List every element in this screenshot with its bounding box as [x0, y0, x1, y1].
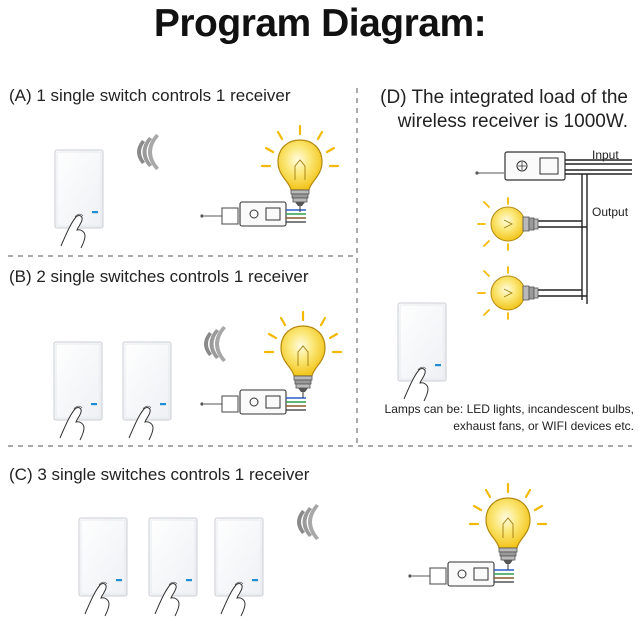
wall-switch-icon: [397, 302, 447, 402]
wall-switch-icon: [122, 341, 172, 441]
dashed-dividers: [8, 88, 632, 447]
section-d-line1: (D) The integrated load of the: [380, 87, 628, 108]
lamps-note-line1: Lamps can be: LED lights, incandescent b…: [384, 402, 634, 416]
wall-switch-icon: [148, 517, 198, 617]
section-d-label: (D) The integrated load of the wireless …: [366, 86, 628, 134]
section-a-label: (A) 1 single switch controls 1 receiver: [9, 86, 291, 105]
light-bulb-icon: [260, 124, 340, 208]
wireless-signal-icon: [137, 134, 159, 170]
input-label: Input: [592, 148, 619, 162]
receiver-module-icon: [407, 561, 515, 587]
page-title: Program Diagram:: [153, 2, 487, 45]
wall-switch-icon: [78, 517, 128, 617]
wall-switch-icon: [54, 149, 104, 249]
light-bulb-icon: [263, 310, 343, 394]
wireless-signal-icon: [204, 326, 226, 362]
section-d-line2: wireless receiver is 1000W.: [397, 111, 628, 132]
output-label: Output: [592, 205, 629, 219]
lamps-note-line2: exhaust fans, or WIFI devices etc.: [453, 419, 634, 433]
light-bulb-icon: [468, 482, 548, 566]
section-c-label: (C) 3 single switches controls 1 receive…: [9, 465, 310, 484]
wireless-signal-icon: [297, 504, 319, 540]
section-b-label: (B) 2 single switches controls 1 receive…: [9, 267, 309, 286]
receiver-module-icon: [199, 201, 307, 227]
light-bulb-icon: [477, 266, 539, 320]
wall-switch-icon: [53, 341, 103, 441]
lamps-note: Lamps can be: LED lights, incandescent b…: [362, 401, 634, 435]
wall-switch-icon: [214, 517, 264, 617]
light-bulb-icon: [477, 197, 539, 251]
receiver-module-icon: [199, 389, 307, 415]
wiring-diagram: [475, 151, 632, 304]
